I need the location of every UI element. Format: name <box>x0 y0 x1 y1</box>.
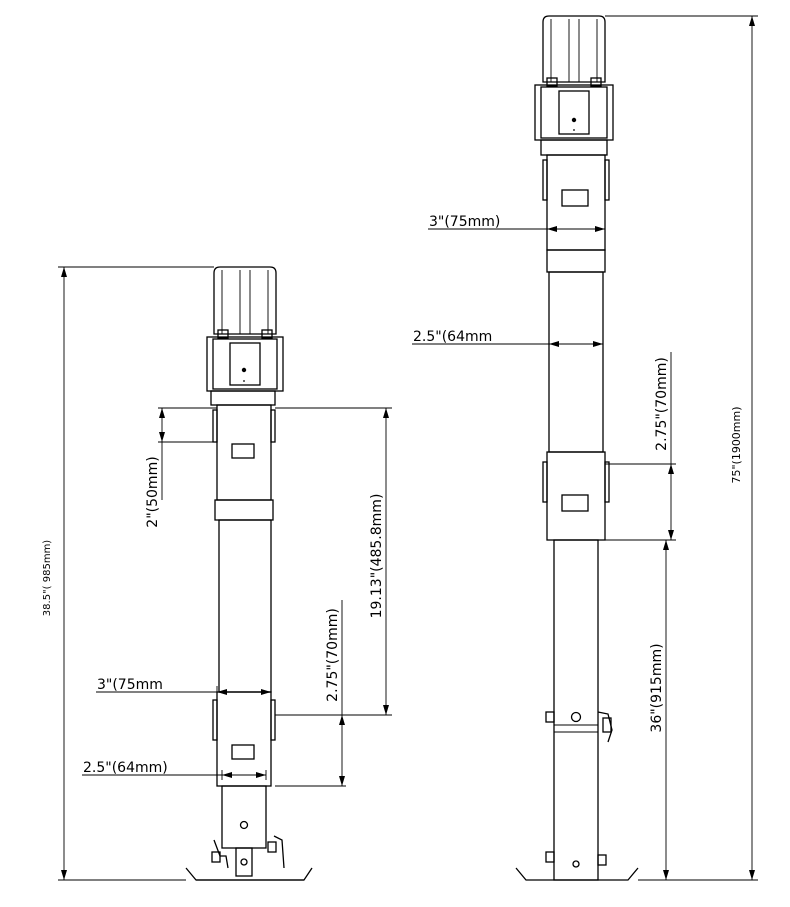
right-post-middle-tube <box>548 271 604 453</box>
left-post-inner-tube <box>221 785 267 877</box>
right-dim-lower-sleeve: 2.75"(70mm) <box>605 352 676 541</box>
right-dim-outer-width: 3"(75mm) <box>428 214 606 234</box>
right-dim-inner-width: 2.5"(64mm <box>412 329 604 349</box>
right-extension-label: 36"(915mm) <box>649 643 665 732</box>
left-dim-total-height: 38.5"( 985mm) <box>42 266 214 881</box>
right-outer-width-label: 3"(75mm) <box>429 214 500 230</box>
right-post-inner-tube <box>545 539 613 881</box>
left-post-upper-tube <box>212 404 276 521</box>
left-post-middle-tube <box>218 519 272 693</box>
left-post-base-plate <box>185 835 313 881</box>
left-outer-width-label: 3"(75mm <box>97 677 163 693</box>
left-total-height-label: 38.5"( 985mm) <box>42 540 53 617</box>
right-dim-total-height: 75"(1900mm) <box>605 15 758 881</box>
left-dim-inner-width: 2.5"(64mm) <box>82 760 267 780</box>
right-post-base-plate <box>515 867 639 881</box>
left-lower-sleeve-label: 2.75"(70mm) <box>325 608 341 702</box>
right-inner-width-label: 2.5"(64mm <box>413 329 492 345</box>
left-post-housing <box>206 336 284 406</box>
right-lower-sleeve-label: 2.75"(70mm) <box>654 357 670 451</box>
left-inner-width-label: 2.5"(64mm) <box>83 760 168 776</box>
left-collar-height-label: 2"(50mm) <box>145 456 161 527</box>
left-travel-label: 19.13"(485.8mm) <box>369 494 385 619</box>
right-post-housing <box>534 84 614 156</box>
left-dim-travel: 19.13"(485.8mm) <box>275 407 392 716</box>
right-post-top-cap <box>542 15 606 87</box>
right-post-upper-tube <box>542 154 610 273</box>
left-post <box>185 266 313 881</box>
left-dim-outer-width: 3"(75mm <box>96 677 272 696</box>
right-dim-extension: 36"(915mm) <box>598 539 676 881</box>
left-dim-collar-height: 2"(50mm) <box>145 407 217 528</box>
left-dim-lower-sleeve: 2.75"(70mm) <box>275 600 346 787</box>
right-post <box>515 15 639 881</box>
right-total-height-label: 75"(1900mm) <box>730 406 743 483</box>
right-post-lower-sleeve <box>542 451 610 541</box>
left-post-top-cap <box>213 266 277 339</box>
